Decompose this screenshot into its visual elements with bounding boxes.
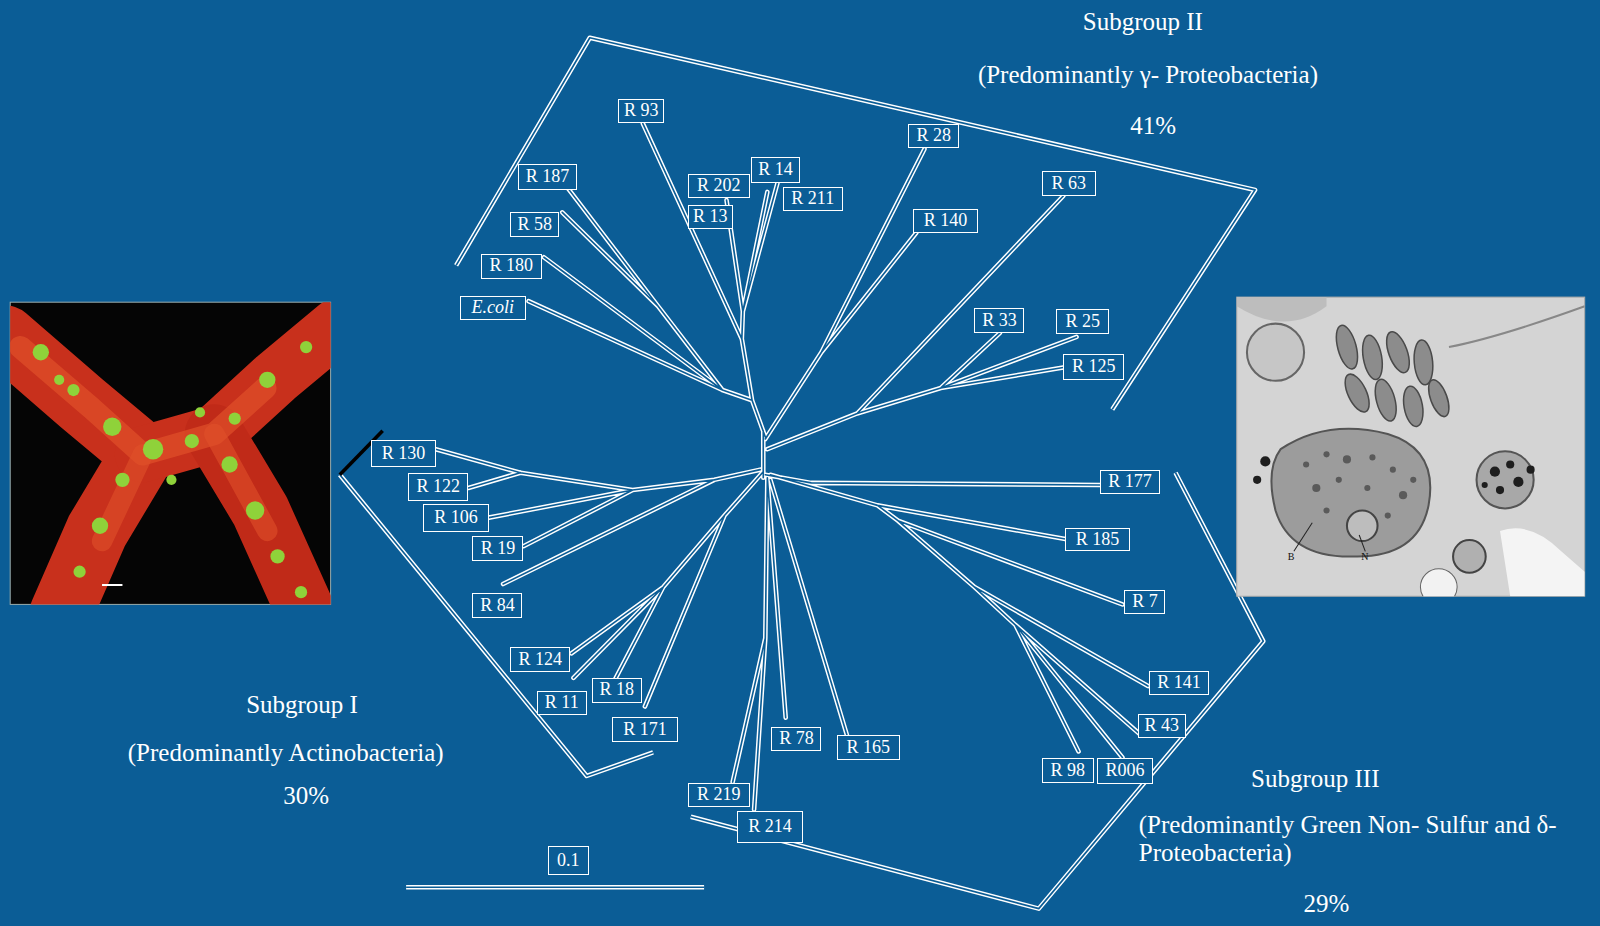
leaf-label: R 93 [624,101,659,121]
leaf-box: R 214 [737,811,803,843]
leaf-label: R 219 [697,785,741,805]
leaf-box: R 219 [688,783,750,807]
group-label: (Predominantly Green Non- Sulfur and δ- … [1139,811,1569,866]
group-label: 29% [1304,890,1350,918]
leaf-box: R 185 [1065,528,1129,552]
subgroup-brackets [340,38,1263,909]
group-label: Subgroup I [246,691,358,719]
leaf-box: R 177 [1100,470,1160,494]
leaf-box: R 141 [1149,671,1209,695]
leaf-box: R 7 [1124,590,1165,614]
leaf-label: R 106 [434,508,478,528]
tem-micrograph [1237,297,1585,605]
group-label: Subgroup III [1251,765,1379,793]
micrograph-label: B [1288,551,1295,562]
leaf-box: R 140 [913,209,977,233]
leaf-label: R 124 [519,650,563,670]
leaf-label: R 7 [1132,592,1158,612]
group-label: (Predominantly Actinobacteria) [128,739,444,767]
leaf-label: R 19 [481,539,516,559]
leaf-box: R 180 [481,254,542,278]
scale-box: 0.1 [548,846,589,876]
leaf-box: R 25 [1056,309,1109,333]
leaf-label: R 84 [480,596,515,616]
scale-bar [406,887,704,888]
leaf-box: R 33 [974,308,1024,332]
leaf-label: R 28 [916,126,951,146]
leaf-label: E.coli [472,298,515,318]
leaf-label: R 211 [791,189,834,209]
leaf-label: R 13 [693,207,728,227]
leaf-label: R 58 [517,215,552,235]
leaf-box: R 93 [618,99,664,123]
leaf-box: R 125 [1063,354,1124,380]
leaf-label: 0.1 [557,851,580,871]
leaf-box: R 130 [371,440,435,468]
leaf-label: R 125 [1072,357,1116,377]
leaf-label: R 122 [417,477,461,497]
group-label: (Predominantly γ- Proteobacteria) [978,61,1318,89]
leaf-box: R 18 [592,678,642,704]
leaf-box: R 98 [1042,758,1094,782]
leaf-label: R 177 [1108,472,1152,492]
leaf-box: R 13 [688,205,733,229]
leaf-box: R006 [1097,758,1153,784]
leaf-box: R 11 [537,691,587,715]
leaf-box: R 28 [908,124,959,148]
leaf-label: R 185 [1076,530,1120,550]
leaf-label: R 214 [748,817,792,837]
tree-branches [436,124,1148,810]
micrograph-label: N [1361,551,1368,562]
leaf-box: R 43 [1138,714,1186,738]
leaf-box: R 63 [1042,171,1096,195]
leaf-label: R 11 [545,693,579,713]
leaf-box: R 122 [408,473,468,501]
leaf-label: R 63 [1052,174,1087,194]
leaf-label: R 140 [924,211,968,231]
leaf-label: R 180 [489,256,533,276]
leaf-box: R 14 [751,157,800,183]
leaf-label: R 130 [382,444,426,464]
leaf-label: R 25 [1065,312,1100,332]
leaf-box: R 58 [510,212,559,236]
leaf-label: R 18 [600,680,635,700]
leaf-label: R 14 [758,160,793,180]
leaf-box: R 211 [783,187,843,211]
leaf-label: R 187 [526,167,570,187]
leaf-label: R 78 [779,729,814,749]
leaf-label: R 33 [982,311,1017,331]
leaf-box: E.coli [460,296,525,320]
group-label: Subgroup II [1083,8,1203,36]
leaf-box: R 19 [472,536,523,562]
leaf-box: R 171 [612,717,677,741]
leaf-label: R 165 [847,738,891,758]
leaf-box: R 124 [510,647,570,673]
group-label: 30% [283,782,329,810]
leaf-label: R 98 [1051,761,1086,781]
fluorescence-micrograph [5,302,337,612]
leaf-box: R 202 [688,174,750,198]
leaf-box: R 84 [472,593,522,619]
leaf-box: R 187 [518,164,576,190]
leaf-box: R 78 [771,727,821,751]
leaf-label: R 202 [697,176,741,196]
leaf-label: R006 [1105,761,1144,781]
group-label: 41% [1130,112,1176,140]
leaf-label: R 43 [1144,716,1179,736]
leaf-box: R 106 [423,504,488,532]
leaf-box: R 165 [837,735,900,761]
leaf-label: R 141 [1157,673,1201,693]
leaf-label: R 171 [623,720,667,740]
